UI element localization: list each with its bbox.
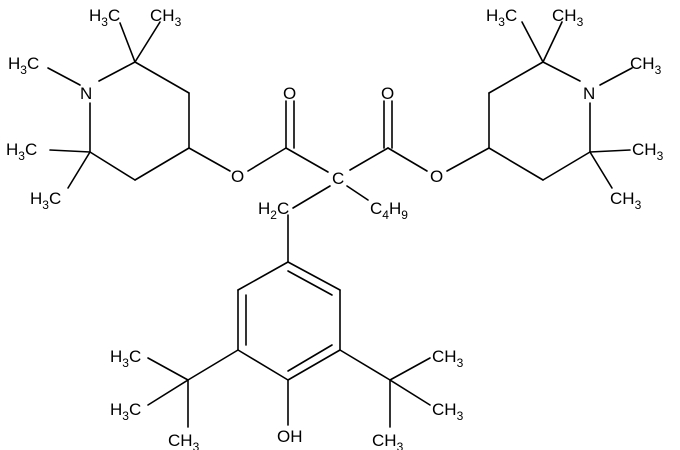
- methyl-label: CH3: [632, 140, 664, 163]
- bond: [187, 349, 239, 381]
- methyl-label: H3C: [110, 400, 141, 423]
- bond: [147, 379, 189, 406]
- bond: [147, 357, 189, 381]
- bond: [346, 185, 369, 201]
- bond: [188, 147, 231, 172]
- bond: [589, 151, 613, 189]
- methyl-label: H3C: [486, 6, 517, 29]
- bond: [542, 151, 591, 181]
- bond: [349, 147, 389, 171]
- bond: [134, 21, 161, 63]
- butyl-label: C4H9: [370, 199, 408, 222]
- bond: [287, 349, 341, 381]
- oxygen-label: O: [381, 84, 394, 103]
- nitrogen-label: N: [583, 84, 595, 103]
- methyl-label: H3C: [89, 6, 120, 29]
- methyl-label: CH3: [552, 6, 584, 29]
- oxygen-label: O: [430, 167, 443, 186]
- bond: [247, 147, 287, 172]
- methyl-label: CH3: [168, 431, 200, 450]
- bond: [488, 147, 544, 181]
- oxygen-label: O: [231, 167, 244, 186]
- bond: [292, 185, 331, 209]
- methyl-label: CH3: [610, 189, 642, 212]
- bond: [488, 61, 544, 94]
- bond: [339, 349, 391, 381]
- bond: [47, 67, 81, 86]
- oxygen-label: O: [283, 84, 296, 103]
- bond: [237, 349, 289, 381]
- methyl-label: CH3: [432, 400, 464, 423]
- methyl-label: H3C: [8, 54, 39, 77]
- bond: [589, 149, 631, 153]
- bond: [134, 61, 190, 94]
- bond: [389, 357, 431, 381]
- bond: [285, 147, 329, 173]
- bond: [49, 149, 91, 153]
- bond: [237, 261, 289, 291]
- hydroxyl-label: OH: [277, 427, 303, 446]
- methyl-label: H3C: [6, 140, 37, 163]
- bond: [542, 61, 581, 82]
- bond: [287, 270, 333, 296]
- methyl-label: CH3: [150, 6, 182, 29]
- bond: [134, 147, 190, 181]
- carbon-label: C: [332, 169, 344, 188]
- bond: [446, 147, 490, 172]
- methyl-label: CH3: [372, 431, 404, 450]
- bond: [89, 151, 136, 181]
- methyl-label: CH3: [630, 54, 662, 77]
- bond: [98, 61, 136, 82]
- bond: [287, 344, 333, 372]
- methyl-label: H3C: [30, 189, 61, 212]
- methylene-label: H2C: [258, 199, 289, 222]
- bond: [119, 22, 136, 63]
- bond: [389, 379, 431, 406]
- nitrogen-label: N: [80, 84, 92, 103]
- bond: [521, 21, 544, 63]
- bond: [542, 21, 563, 63]
- methyl-label: H3C: [110, 347, 141, 370]
- methyl-label: CH3: [432, 347, 464, 370]
- bond: [387, 147, 428, 172]
- bond: [287, 261, 341, 291]
- bond: [599, 67, 633, 86]
- bond: [67, 151, 91, 189]
